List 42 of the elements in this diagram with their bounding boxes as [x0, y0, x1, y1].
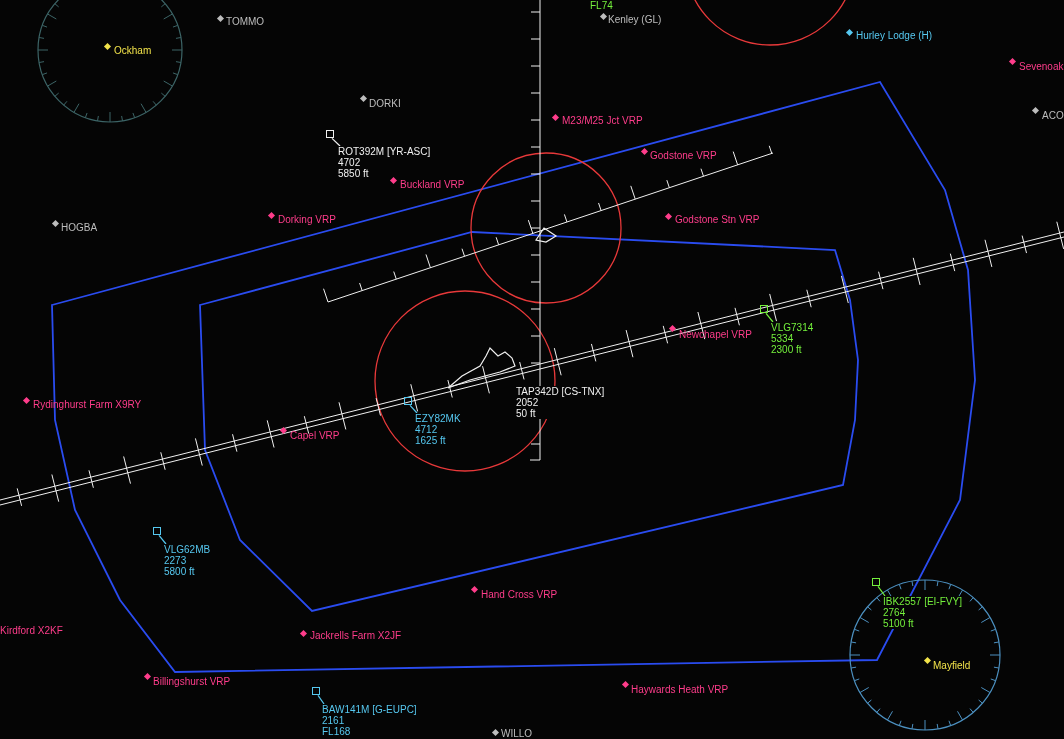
waypoint-label: Mayfield — [933, 660, 971, 671]
callsign-label: VLG62MB — [164, 544, 211, 555]
callsign-label: VLG7314 — [771, 322, 814, 333]
leader-line — [158, 534, 167, 545]
waypoint-label: ACO — [1042, 110, 1064, 121]
target-symbol — [326, 130, 334, 138]
waypoint-label: HOGBA — [61, 222, 98, 233]
waypoint-label: WILLO — [501, 728, 533, 739]
leader-line — [317, 694, 325, 705]
waypoint-label: M23/M25 Jct VRP — [562, 115, 643, 126]
callsign-label: EZY82MK — [415, 413, 461, 424]
leader-line — [765, 312, 774, 323]
leader-line — [877, 585, 886, 597]
leader-line — [331, 137, 341, 147]
target-symbol — [153, 527, 161, 535]
waypoint-label: Capel VRP — [290, 430, 340, 441]
waypoint-label: Kirdford X2KF — [0, 625, 63, 636]
waypoint-label: Buckland VRP — [400, 179, 465, 190]
leader-line — [409, 404, 418, 414]
callsign-label: TAP342D [CS-TNX] — [516, 386, 605, 397]
waypoint-label: Haywards Heath VRP — [631, 684, 729, 695]
waypoint-label: DORKI — [369, 98, 401, 109]
waypoint-label: Hand Cross VRP — [481, 589, 558, 600]
waypoint-label: Sevenoak — [1019, 61, 1064, 72]
waypoint-label: Godstone Stn VRP — [675, 214, 760, 225]
callsign-label: BAW141M [G-EUPC] — [322, 704, 417, 715]
target-symbol — [312, 687, 320, 695]
waypoint-label: Dorking VRP — [278, 214, 336, 225]
target-symbol — [872, 578, 880, 586]
target-symbol — [760, 305, 768, 313]
waypoint-label: Billingshurst VRP — [153, 676, 231, 687]
waypoint-label: Ockham — [114, 45, 152, 56]
target-symbol — [404, 397, 412, 405]
waypoint-label: TOMMO — [226, 16, 265, 27]
callsign-label: ROT392M [YR-ASC] — [338, 146, 431, 157]
flight-level-label: FL74 — [590, 0, 613, 11]
waypoint-label: Godstone VRP — [650, 150, 717, 161]
waypoint-label: Jackrells Farm X2JF — [310, 630, 402, 641]
waypoint-label: Hurley Lodge (H) — [856, 30, 933, 41]
callsign-label: IBK2557 [EI-FVY] — [883, 596, 962, 607]
waypoint-label: Kenley (GL) — [608, 14, 662, 25]
waypoint-label: Newchapel VRP — [679, 329, 752, 340]
